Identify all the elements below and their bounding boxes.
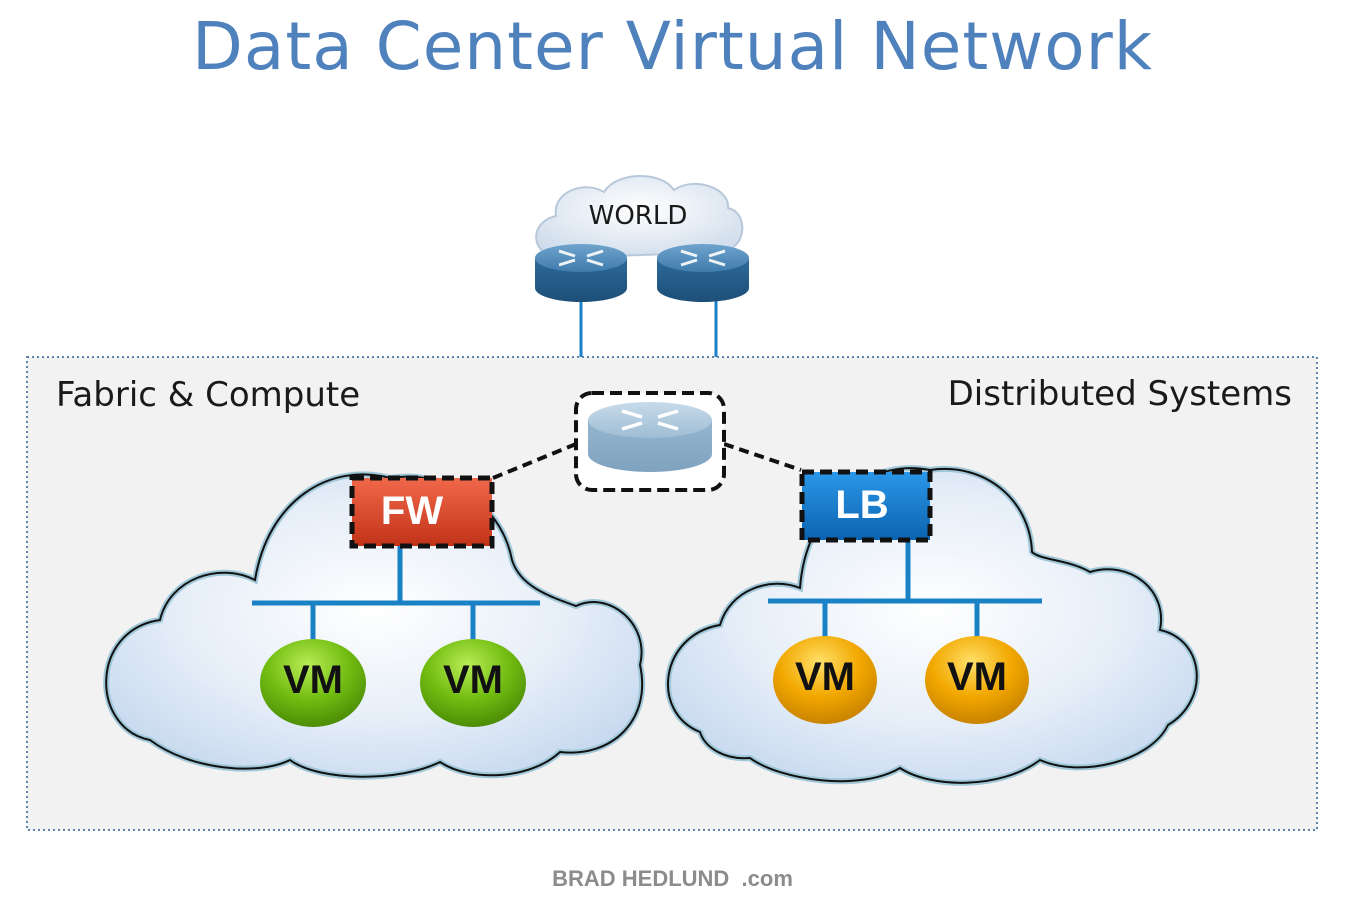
firewall-label: FW [381,489,443,533]
footer-gap [729,866,741,891]
vm-label: VM [795,655,855,699]
vm-label: VM [283,658,343,702]
vm-node[interactable]: VM [420,639,526,727]
vm-label: VM [947,655,1007,699]
page-title: Data Center Virtual Network [192,8,1153,85]
firewall-box[interactable] [349,475,495,549]
vm-node[interactable]: VM [925,636,1029,724]
router-icon [588,402,712,472]
footer-brand-domain: .com [741,866,793,891]
footer-brand-name: BRAD HEDLUND [552,866,730,891]
load-balancer-box[interactable] [799,469,933,543]
footer-brand: BRAD HEDLUND .com [0,866,1345,892]
zone-label-left: Fabric & Compute [56,375,360,415]
world-label: WORLD [589,201,688,231]
vm-label: VM [443,658,503,702]
router-icon [657,244,749,302]
virtual-router[interactable] [574,391,726,492]
left-network-lines [252,545,540,642]
link-router-lb [723,442,802,472]
zone-label-right: Distributed Systems [948,374,1292,414]
load-balancer-label: LB [835,483,888,527]
right-network-lines [768,540,1042,638]
vm-node[interactable]: VM [260,639,366,727]
world-cloud-icon [535,175,744,260]
vm-node[interactable]: VM [773,636,877,724]
router-icon [535,244,627,302]
